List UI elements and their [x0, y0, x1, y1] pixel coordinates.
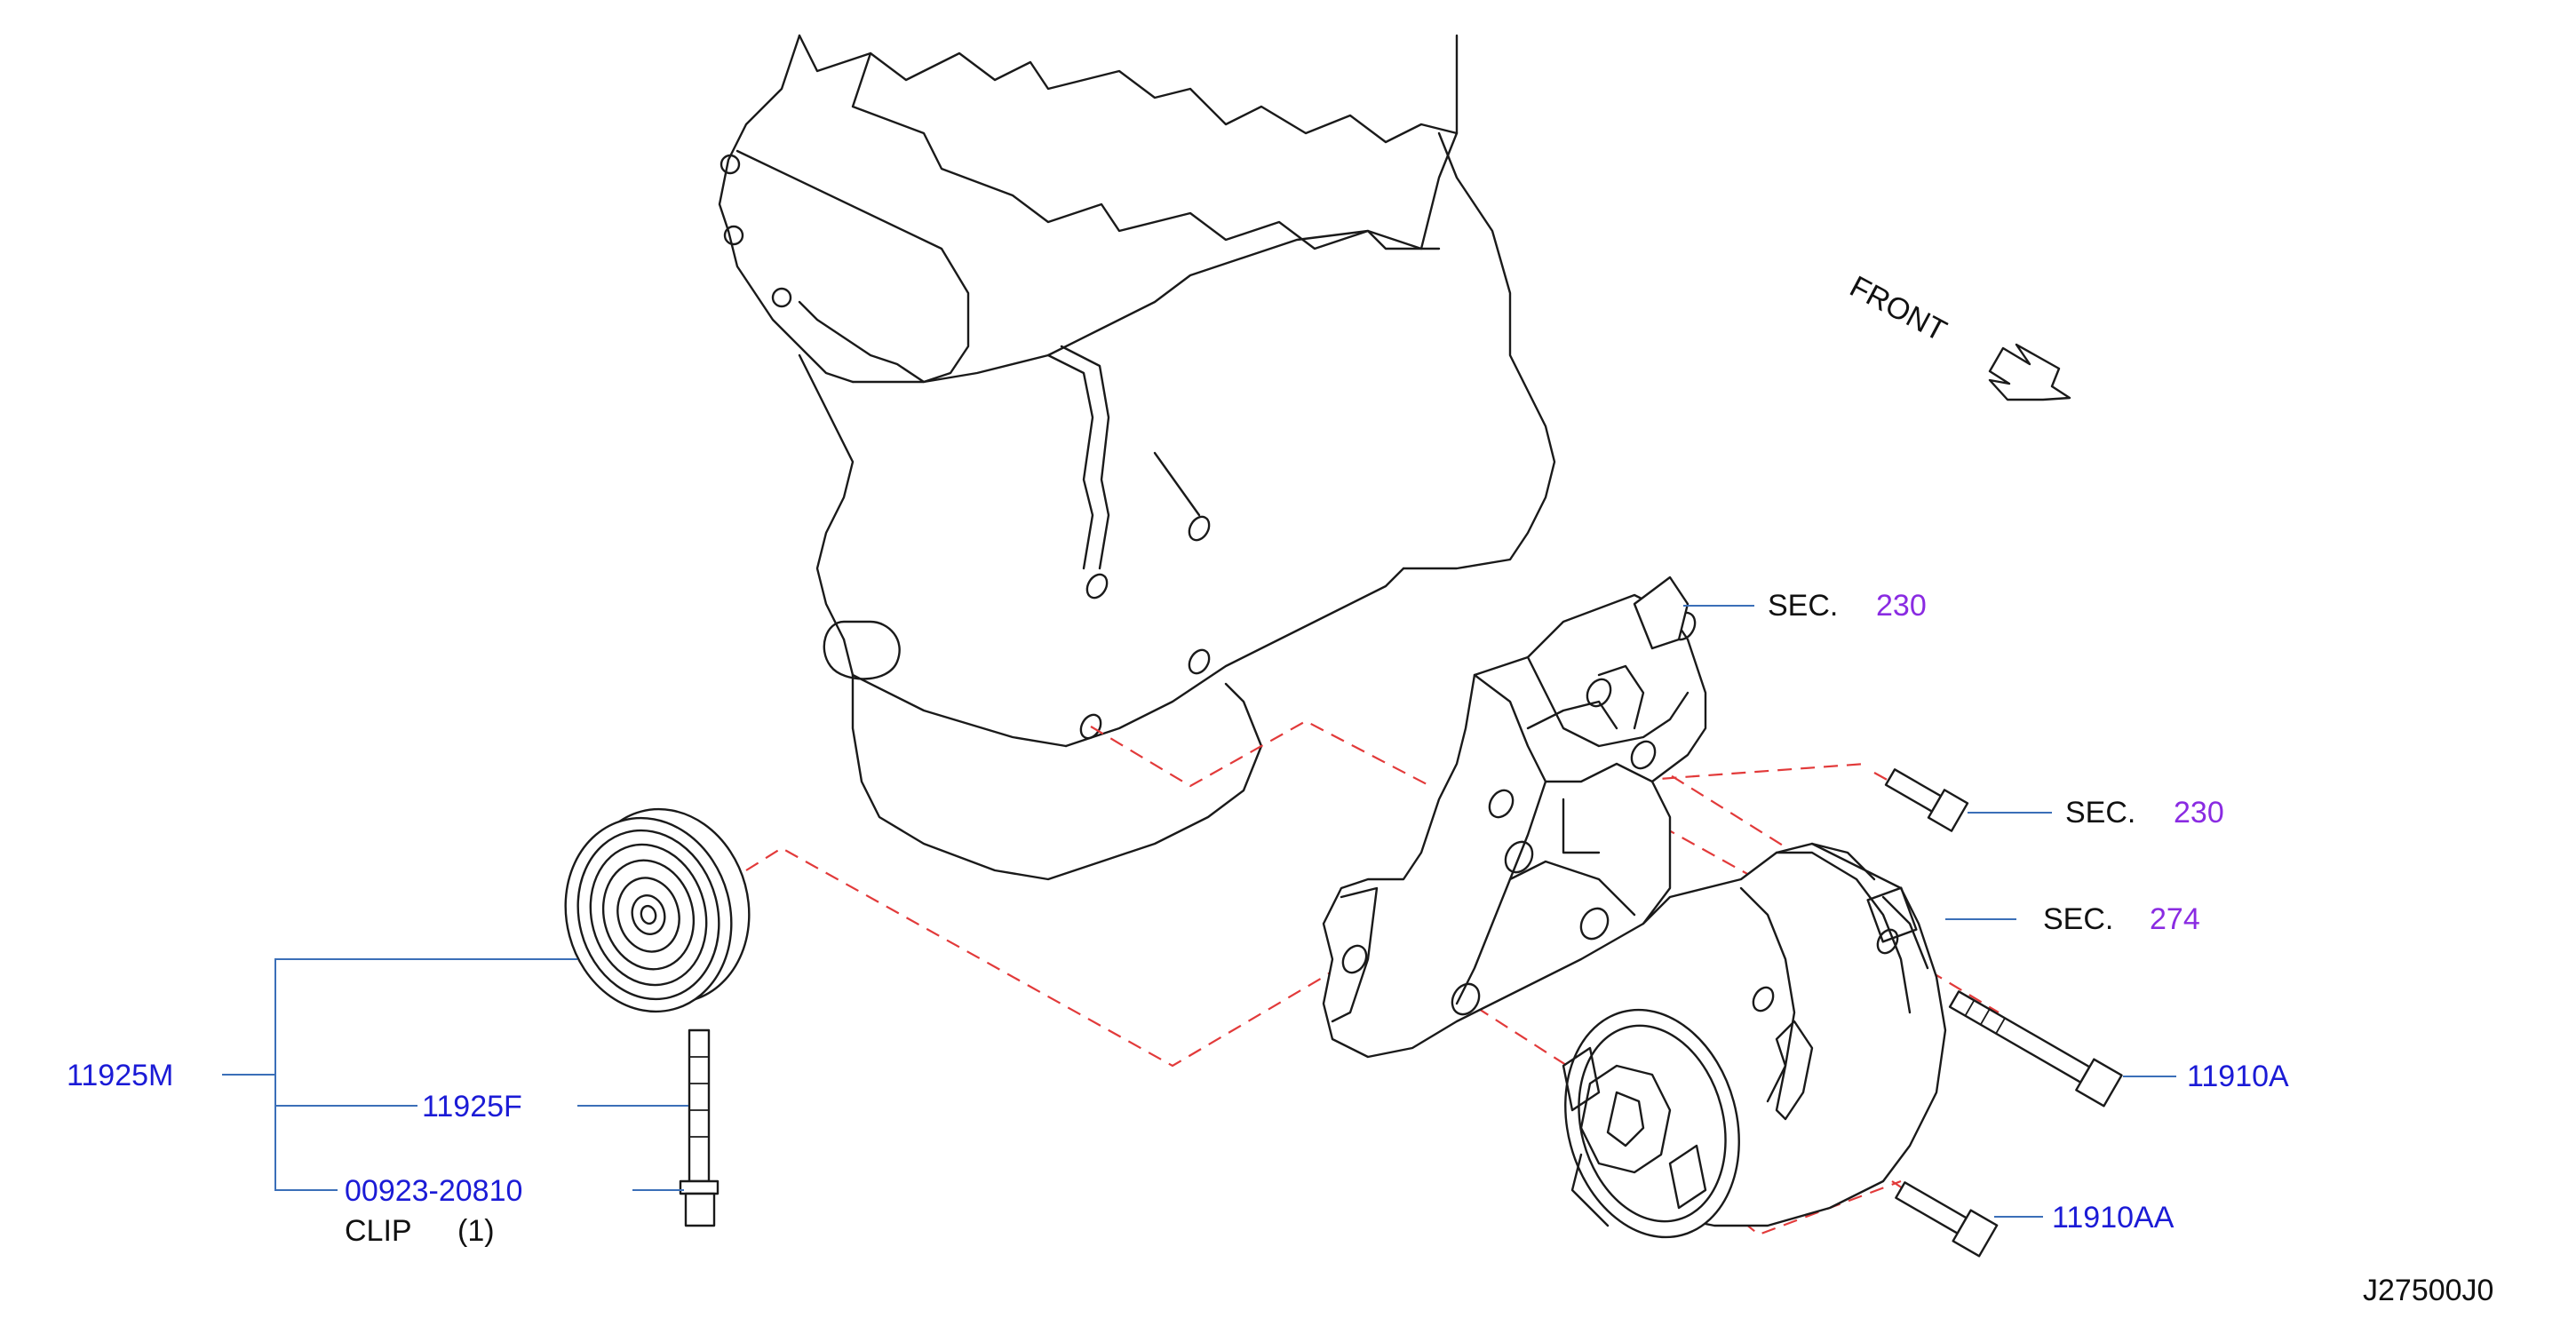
- pulley-bolt: [679, 1028, 720, 1227]
- ac-compressor: [1562, 842, 1947, 1239]
- clip-label: CLIP: [345, 1214, 412, 1248]
- front-direction-indicator: FRONT: [1844, 270, 2071, 401]
- sec-274-prefix: SEC.: [2043, 902, 2113, 936]
- bracket-bolt-sec230: [1884, 768, 1969, 832]
- engine-block: [718, 34, 1556, 881]
- compressor-bracket: [1322, 593, 1707, 1059]
- sec-230-mid-number[interactable]: 230: [2174, 796, 2224, 830]
- sec-230-top-prefix: SEC.: [1768, 589, 1838, 623]
- part-number-00923-20810[interactable]: 00923-20810: [345, 1174, 522, 1208]
- clip-quantity: (1): [457, 1214, 495, 1248]
- sec-274-number[interactable]: 274: [2150, 902, 2200, 936]
- figure-code: J27500J0: [2363, 1274, 2493, 1307]
- sec-230-mid-prefix: SEC.: [2065, 796, 2135, 830]
- part-number-11910A[interactable]: 11910A: [2187, 1060, 2289, 1093]
- leader-lines: [222, 605, 2176, 1218]
- part-number-11925F[interactable]: 11925F: [422, 1090, 522, 1123]
- front-label: FRONT: [1844, 270, 1952, 349]
- part-number-11925M[interactable]: 11925M: [67, 1059, 173, 1092]
- bolt-11910AA: [1895, 1181, 1999, 1258]
- callouts: SEC. 230 SEC. 230 SEC. 274 11925M 11925F…: [67, 589, 2493, 1307]
- front-arrow-icon: [1988, 343, 2071, 401]
- sec230-boss: [1633, 576, 1690, 650]
- sec-230-top-number[interactable]: 230: [1876, 589, 1927, 623]
- idler-pulley: [564, 807, 751, 1013]
- bolt-11910A: [1948, 990, 2123, 1108]
- part-number-11910AA[interactable]: 11910AA: [2052, 1201, 2174, 1235]
